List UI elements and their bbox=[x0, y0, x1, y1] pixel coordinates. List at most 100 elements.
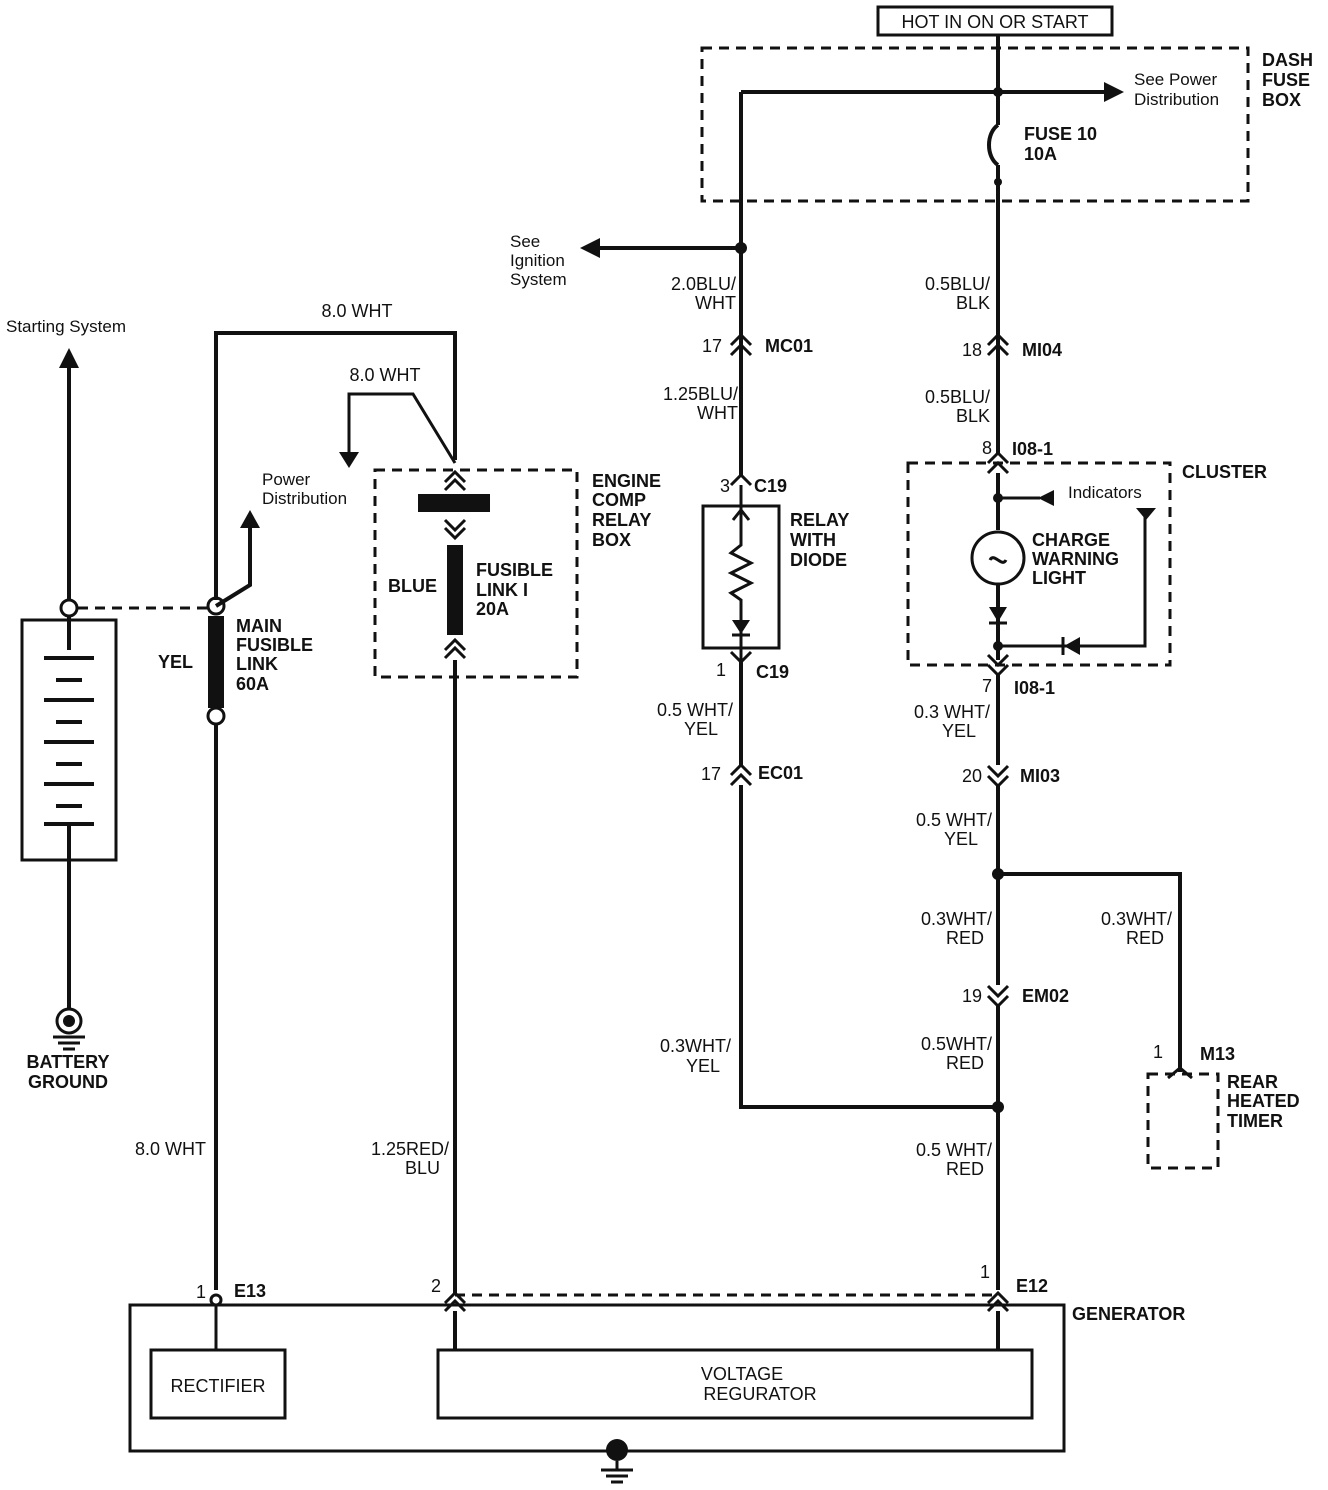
svg-text:GROUND: GROUND bbox=[28, 1072, 108, 1092]
generator-outline bbox=[128, 1303, 1066, 1453]
see-power-distribution-label: See Power Distribution bbox=[1134, 70, 1219, 109]
svg-text:RED: RED bbox=[1126, 928, 1164, 948]
connector-ec01: 17 EC01 bbox=[701, 762, 803, 787]
wire-label-80wht-top: 8.0 WHT bbox=[321, 301, 392, 321]
wire-label-20blu-wht: 2.0BLU/ WHT bbox=[671, 274, 736, 313]
svg-text:BLK: BLK bbox=[956, 293, 990, 313]
svg-text:VOLTAGE: VOLTAGE bbox=[701, 1364, 783, 1384]
fuse-icon bbox=[987, 123, 1000, 167]
svg-text:0.3WHT/: 0.3WHT/ bbox=[1101, 909, 1172, 929]
svg-text:FUSIBLE: FUSIBLE bbox=[476, 560, 553, 580]
svg-text:WITH: WITH bbox=[790, 530, 836, 550]
svg-text:BOX: BOX bbox=[592, 530, 631, 550]
svg-text:System: System bbox=[510, 270, 567, 289]
charge-warning-light-label: CHARGE WARNING LIGHT bbox=[1032, 530, 1119, 588]
wire-label-80wht-low: 8.0 WHT bbox=[135, 1139, 206, 1159]
arrow-up-icon bbox=[59, 348, 79, 368]
rectifier-box bbox=[149, 1348, 287, 1420]
svg-text:2.0BLU/: 2.0BLU/ bbox=[671, 274, 736, 294]
svg-text:Distribution: Distribution bbox=[262, 489, 347, 508]
ground-icon bbox=[606, 1439, 628, 1461]
svg-text:REGURATOR: REGURATOR bbox=[703, 1384, 816, 1404]
voltage-regulator-box bbox=[436, 1348, 1034, 1420]
wire-label-03wht-red-a: 0.3WHT/ RED bbox=[921, 909, 992, 948]
svg-text:RED: RED bbox=[946, 928, 984, 948]
diode-icon bbox=[732, 620, 750, 634]
connector-mi03: 20 MI03 bbox=[962, 764, 1060, 789]
svg-text:DIODE: DIODE bbox=[790, 550, 847, 570]
fuse-10-label: FUSE 10 10A bbox=[1024, 124, 1097, 164]
svg-text:19: 19 bbox=[962, 986, 982, 1006]
svg-text:18: 18 bbox=[962, 340, 982, 360]
svg-text:WARNING: WARNING bbox=[1032, 549, 1119, 569]
svg-text:I08-1: I08-1 bbox=[1012, 439, 1053, 459]
generator-label: GENERATOR bbox=[1072, 1304, 1185, 1324]
relay-coil-icon bbox=[727, 485, 755, 660]
svg-text:1.25RED/: 1.25RED/ bbox=[371, 1139, 449, 1159]
m13-label: M13 bbox=[1200, 1044, 1235, 1064]
wire-label-03wht-red-b: 0.3WHT/ RED bbox=[1101, 909, 1172, 948]
connector-c19-top: 3 C19 bbox=[720, 472, 787, 496]
svg-text:BLK: BLK bbox=[956, 406, 990, 426]
svg-text:0.3 WHT/: 0.3 WHT/ bbox=[914, 702, 990, 722]
svg-text:1.25BLU/: 1.25BLU/ bbox=[663, 384, 738, 404]
e12-pin: 1 bbox=[980, 1262, 990, 1282]
svg-text:60A: 60A bbox=[236, 674, 269, 694]
wire-label-03wht-yel-low: 0.3WHT/ YEL bbox=[660, 1036, 731, 1076]
svg-text:See Power: See Power bbox=[1134, 70, 1217, 89]
main-fusible-link-label: MAIN FUSIBLE LINK 60A bbox=[236, 616, 313, 694]
arrow-up-icon bbox=[240, 510, 260, 528]
cluster-label: CLUSTER bbox=[1182, 462, 1267, 482]
svg-text:MI04: MI04 bbox=[1022, 340, 1062, 360]
svg-text:0.3WHT/: 0.3WHT/ bbox=[921, 909, 992, 929]
arrow-down-icon bbox=[339, 452, 359, 468]
engine-comp-relay-box-outline bbox=[373, 468, 579, 679]
relay-with-diode-label: RELAY WITH DIODE bbox=[790, 510, 849, 570]
svg-text:YEL: YEL bbox=[686, 1056, 720, 1076]
svg-text:REAR: REAR bbox=[1227, 1072, 1278, 1092]
wire-label-05wht-yel-relay: 0.5 WHT/ YEL bbox=[657, 700, 733, 739]
svg-text:BATTERY: BATTERY bbox=[27, 1052, 110, 1072]
charge-warning-lamp-icon bbox=[970, 530, 1026, 586]
svg-text:LIGHT: LIGHT bbox=[1032, 568, 1086, 588]
svg-text:0.5WHT/: 0.5WHT/ bbox=[921, 1034, 992, 1054]
generator-pin-2: 2 bbox=[431, 1276, 441, 1296]
svg-text:CHARGE: CHARGE bbox=[1032, 530, 1110, 550]
starting-system-label: Starting System bbox=[6, 317, 126, 336]
m13-pin: 1 bbox=[1153, 1042, 1163, 1062]
main-fusible-link-icon bbox=[208, 616, 224, 708]
power-distribution-label: Power Distribution bbox=[262, 470, 347, 508]
svg-text:YEL: YEL bbox=[944, 829, 978, 849]
svg-text:FUSE: FUSE bbox=[1262, 70, 1310, 90]
engine-comp-relay-box-label: ENGINE COMP RELAY BOX bbox=[592, 471, 661, 550]
svg-text:0.5 WHT/: 0.5 WHT/ bbox=[657, 700, 733, 720]
arrow-down-icon bbox=[1136, 508, 1156, 520]
svg-text:ENGINE: ENGINE bbox=[592, 471, 661, 491]
hot-label-box bbox=[876, 5, 1114, 37]
svg-text:EC01: EC01 bbox=[758, 763, 803, 783]
svg-text:Distribution: Distribution bbox=[1134, 90, 1219, 109]
fusible-link-20a-label: FUSIBLE LINK I 20A bbox=[476, 560, 553, 619]
svg-text:0.5BLU/: 0.5BLU/ bbox=[925, 387, 990, 407]
dash-fuse-box-outline bbox=[700, 46, 1250, 203]
svg-text:20A: 20A bbox=[476, 599, 509, 619]
wire-label-80wht-mid: 8.0 WHT bbox=[349, 365, 420, 385]
svg-text:3: 3 bbox=[720, 476, 730, 496]
svg-text:LINK: LINK bbox=[236, 654, 278, 674]
svg-text:10A: 10A bbox=[1024, 144, 1057, 164]
wire-label-05wht-yel-mi03: 0.5 WHT/ YEL bbox=[916, 810, 992, 849]
indicators-label: Indicators bbox=[1068, 483, 1142, 502]
battery-ground-label: BATTERY GROUND bbox=[27, 1052, 110, 1092]
svg-text:8: 8 bbox=[982, 438, 992, 458]
svg-text:Power: Power bbox=[262, 470, 311, 489]
rectifier-label: RECTIFIER bbox=[170, 1376, 265, 1396]
hot-label: HOT IN ON OR START bbox=[901, 12, 1088, 32]
svg-text:20: 20 bbox=[962, 766, 982, 786]
svg-text:0.5 WHT/: 0.5 WHT/ bbox=[916, 810, 992, 830]
svg-text:0.5BLU/: 0.5BLU/ bbox=[925, 274, 990, 294]
wire-label-125red-blu: 1.25RED/ BLU bbox=[371, 1139, 449, 1178]
wire-label-yel: YEL bbox=[158, 652, 193, 672]
wire-label-03wht-yel-cluster: 0.3 WHT/ YEL bbox=[914, 702, 990, 741]
diode-icon bbox=[989, 607, 1007, 622]
svg-text:Ignition: Ignition bbox=[510, 251, 565, 270]
